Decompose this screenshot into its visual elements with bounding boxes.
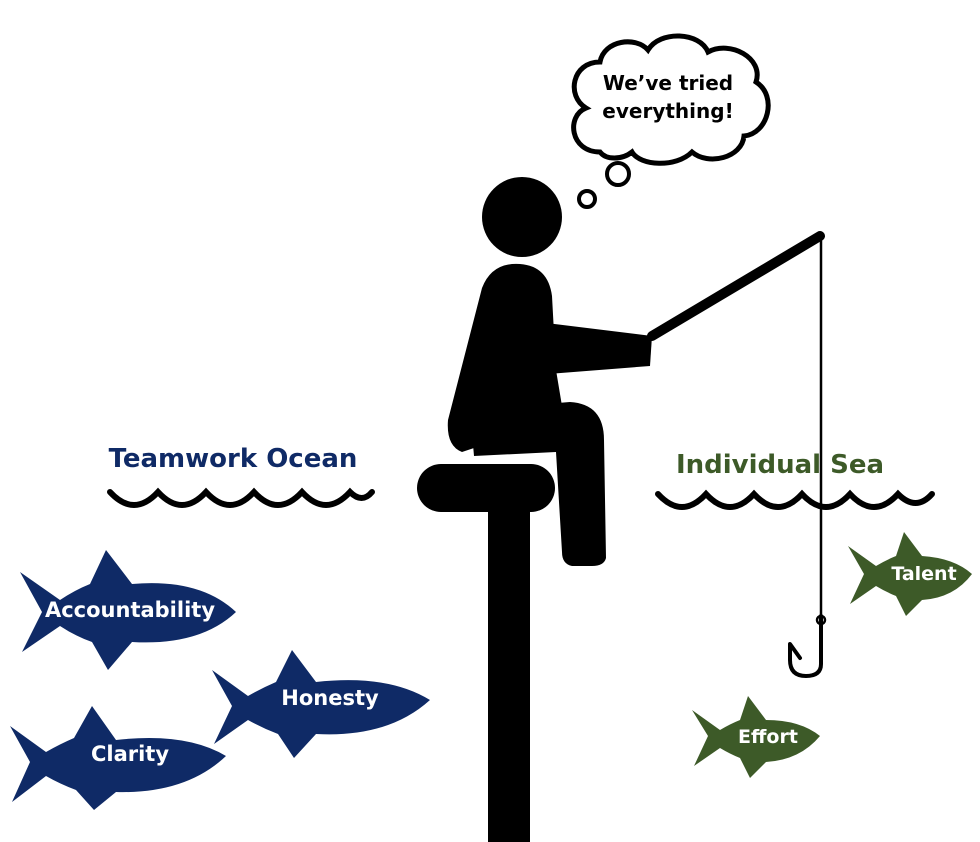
teamwork-waves [107,487,375,508]
fish-body [212,650,430,758]
fish-label-honesty: Honesty [281,686,379,710]
fish-body [10,706,226,810]
fish-honesty: Honesty [212,650,430,758]
fish-label-talent: Talent [891,563,956,585]
fishing-hook-icon [788,614,823,678]
thought-text-line2: everything! [602,99,733,123]
teamwork-ocean: Teamwork Ocean [107,444,375,508]
fisherman-arm [522,320,652,374]
fish-talent: Talent [848,532,972,616]
fish-label-accountability: Accountability [45,598,215,622]
fishing-rod [647,231,827,678]
fish-body [692,696,820,778]
fisherman-head [482,177,562,257]
stool-post [488,500,530,842]
fish-body [20,550,236,670]
fish-label-effort: Effort [738,726,798,748]
individual-waves [655,489,935,510]
stool-seat [417,464,555,512]
fish-clarity: Clarity [10,706,226,810]
fish-body [848,532,972,616]
fisherman-leg [470,402,606,566]
individual-sea-title: Individual Sea [676,450,884,480]
teamwork-ocean-title: Teamwork Ocean [109,444,358,474]
thought-bubble: We’ve tried everything! [571,33,771,209]
fisherman-figure [447,177,652,566]
stool [417,464,555,842]
thought-dot-small [577,189,597,209]
fish-effort: Effort [692,696,820,778]
thought-dot-large [605,161,631,187]
rod-pole [647,231,825,341]
fish-label-clarity: Clarity [91,742,169,766]
thought-text-line1: We’ve tried [603,71,733,95]
fish-accountability: Accountability [20,550,236,670]
hook-eye [815,614,827,626]
thought-cloud [571,33,771,166]
individual-sea: Individual Sea [655,450,935,510]
